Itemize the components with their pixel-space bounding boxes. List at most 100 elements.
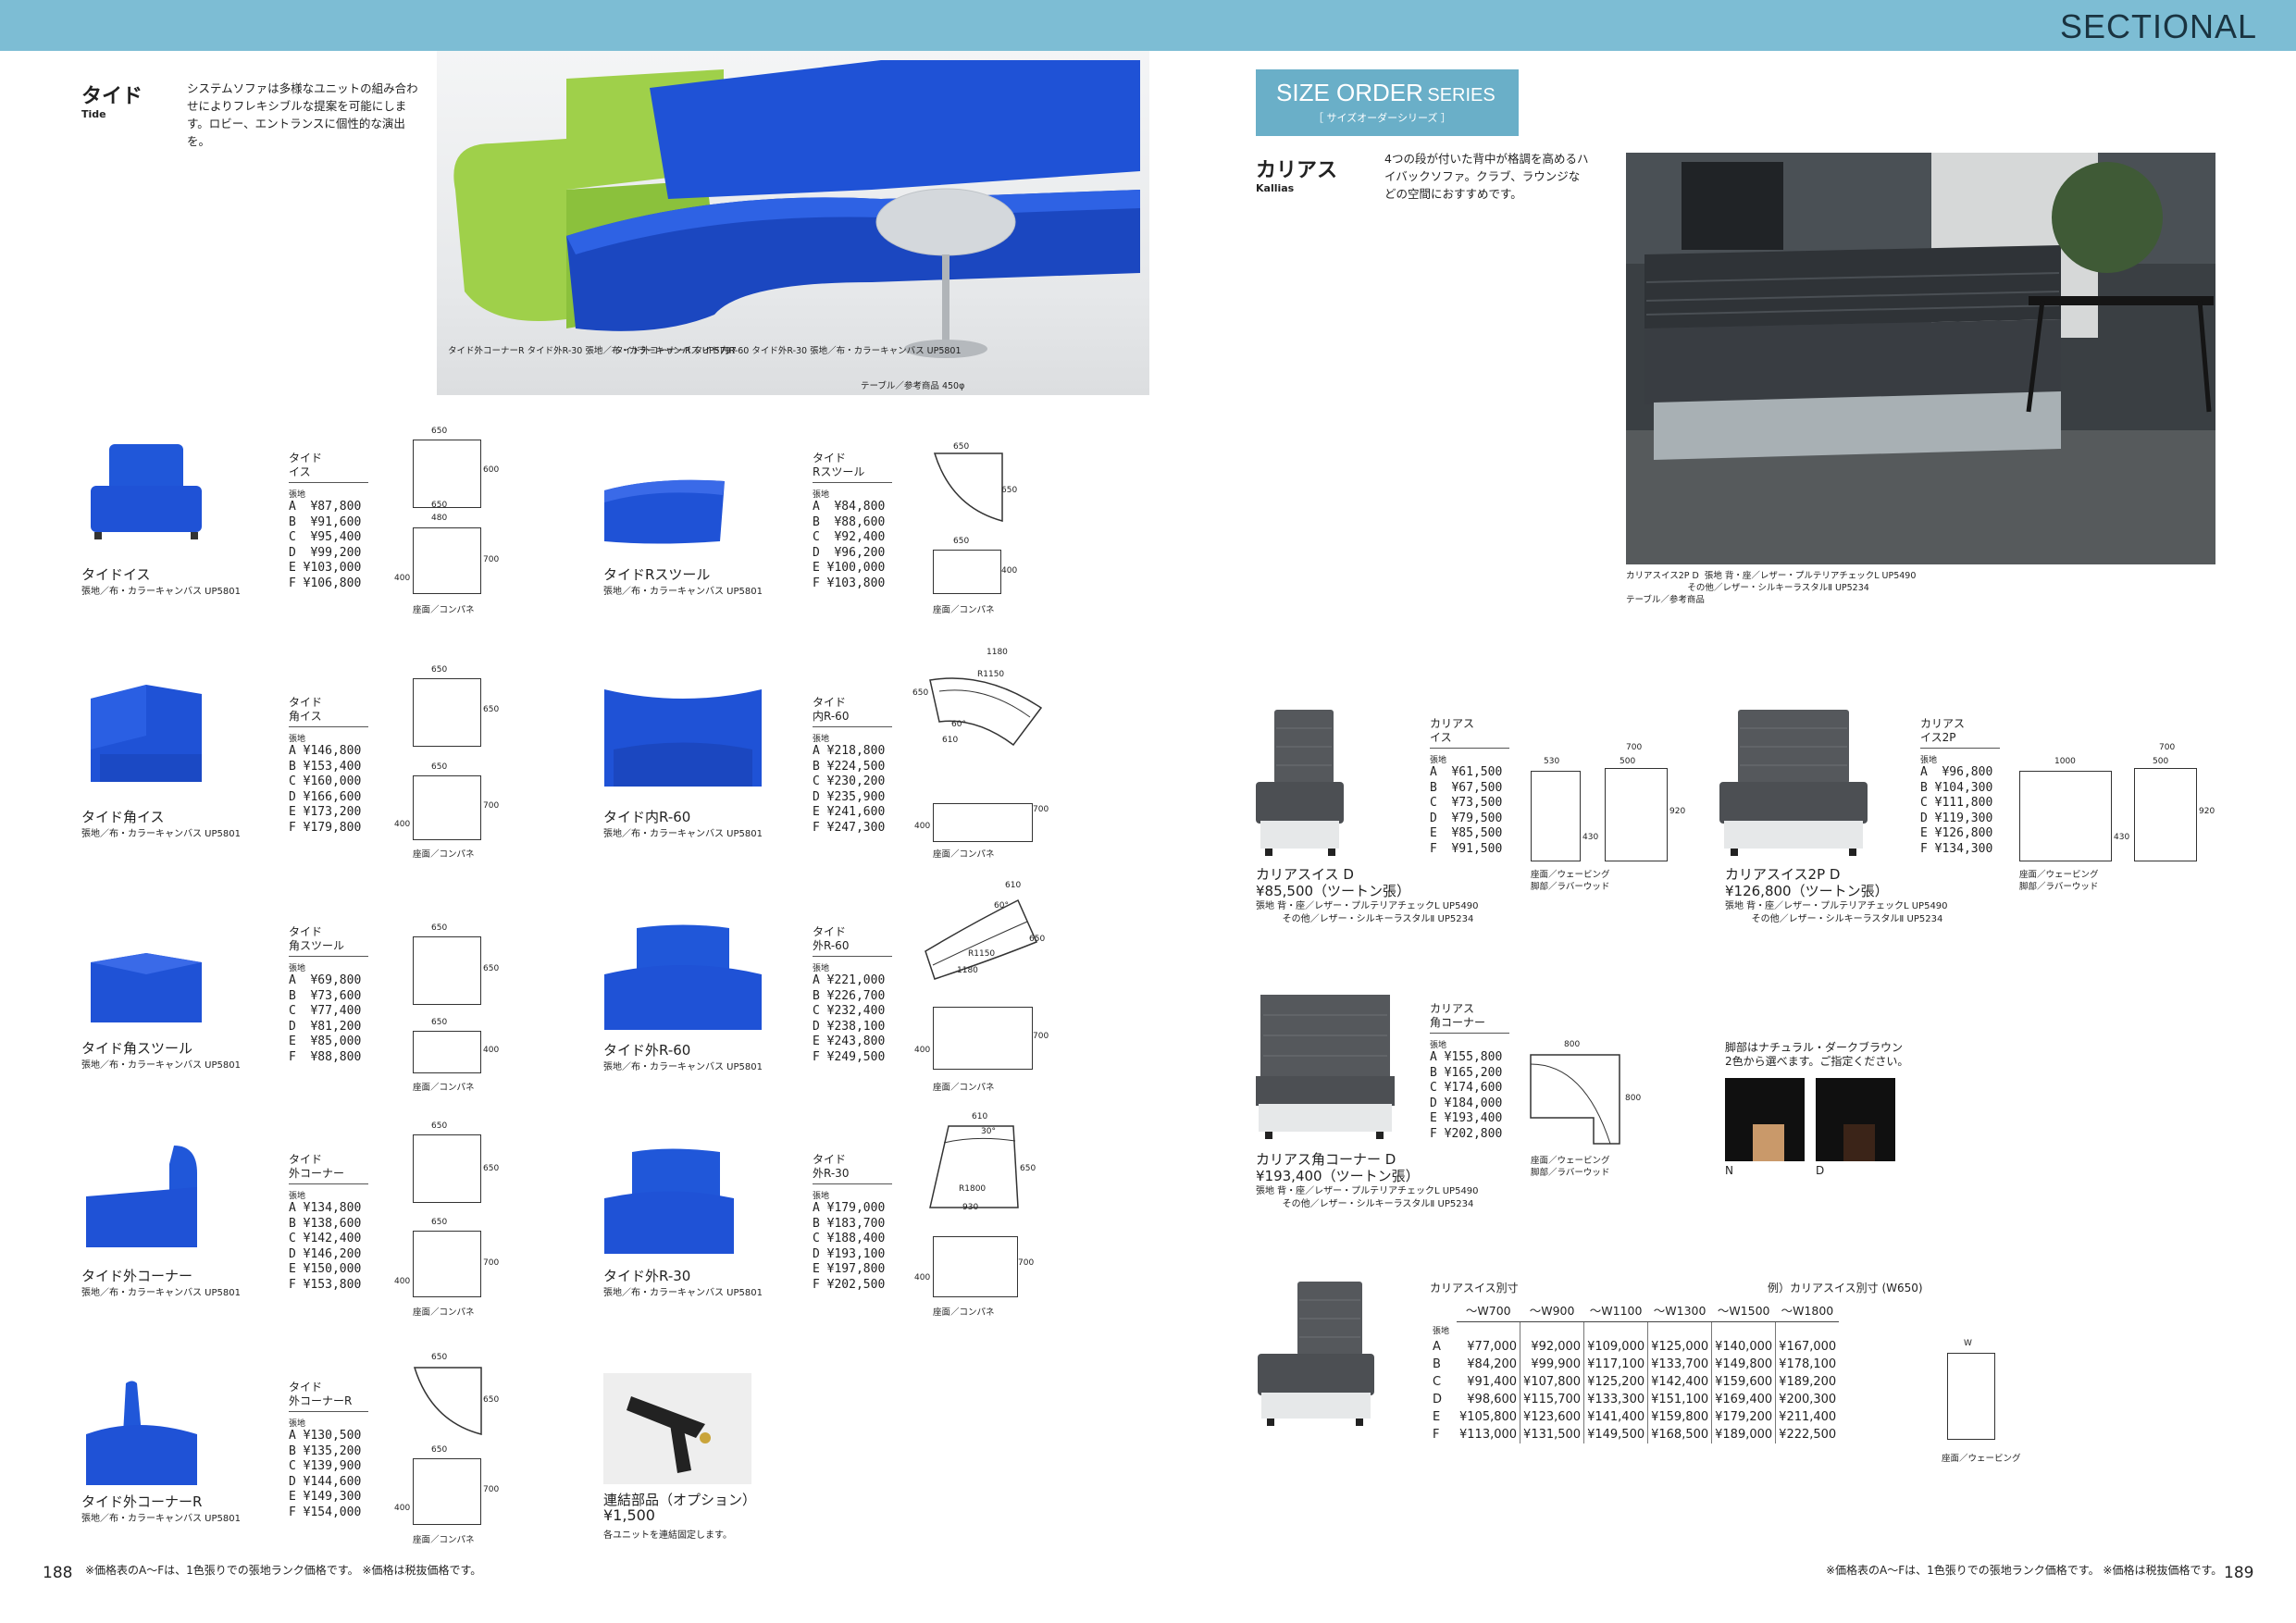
size-order-tag: SIZE ORDER SERIES ［ サイズオーダーシリーズ ］	[1256, 69, 1519, 136]
dim: R1150	[968, 949, 996, 959]
hari-label: 張地	[1433, 1326, 1450, 1336]
tag-title: SIZE ORDER	[1276, 79, 1423, 106]
product-tide-chair	[81, 444, 211, 550]
plan-drawing	[413, 440, 481, 508]
dim: 700	[483, 801, 500, 811]
product-tide-outer-corner-r	[81, 1379, 211, 1493]
dim: 700	[1033, 805, 1049, 814]
product-kallias-chair	[1256, 710, 1344, 861]
product-material: 張地／布・カラーキャンバス UP5801	[603, 1062, 763, 1072]
product-name: タイド角イス	[81, 809, 165, 825]
kallias-title: カリアス	[1256, 159, 1338, 182]
side-drawing	[933, 550, 1001, 594]
dim: 700	[2159, 743, 2176, 752]
hari-label: 張地	[289, 1192, 306, 1201]
dim: 400	[914, 1273, 931, 1282]
product-label: タイド 外コーナーR	[289, 1381, 353, 1407]
product-name: カリアス角コーナー D	[1256, 1151, 1396, 1168]
header-bar	[0, 0, 2296, 51]
divider	[289, 482, 368, 483]
kallias-description: 4つの段が付いた背中が格調を高めるハイバックソファ。クラブ、ラウンジなどの空間に…	[1384, 152, 1589, 201]
dim: R1800	[959, 1184, 987, 1194]
product-material: 張地／布・カラーキャンバス UP5801	[603, 587, 763, 597]
product-material: 張地／布・カラーキャンバス UP5801	[603, 1288, 763, 1298]
dim: 650	[431, 762, 448, 772]
product-price: ¥85,500（ツートン張）	[1256, 883, 1411, 899]
photo-caption-1: タイド外コーナーR タイド外R-30 張地／布・カラーキャンバス UP5797	[448, 346, 737, 356]
product-label: タイド 角イス	[289, 696, 323, 723]
dim: 60°	[994, 901, 1009, 911]
product-label: カリアス 角コーナー	[1430, 1002, 1486, 1029]
table-row: D ¥98,600 ¥115,700 ¥133,300 ¥151,100 ¥16…	[1430, 1390, 1840, 1408]
option-title: 連結部品（オプション）	[603, 1492, 757, 1508]
series-title-en: Tide	[81, 108, 106, 120]
product-material: 張地／布・カラーキャンバス UP5801	[603, 829, 763, 839]
product-kallias-corner	[1256, 995, 1395, 1146]
plan-caption: 座面／コンパネ	[933, 1307, 995, 1318]
leg-darkbrown-swatch	[1816, 1078, 1895, 1161]
hari-label: 張地	[1920, 756, 1938, 765]
kallias-photo-caption: カリアスイス2P D 張地 背・座／レザー・プルテリアチェックL UP5490 …	[1626, 571, 1917, 605]
plan-drawing	[413, 936, 481, 1005]
section-label: SECTIONAL	[2059, 7, 2257, 45]
product-name: カリアスイス D	[1256, 866, 1354, 883]
footnote-right: ※価格表のA〜Fは、1色張りでの張地ランク価格です。 ※価格は税抜価格です。	[1826, 1564, 2223, 1577]
product-material: 張地／布・カラーキャンバス UP5801	[81, 1514, 241, 1524]
dim: 610	[972, 1112, 988, 1121]
divider	[1430, 748, 1509, 749]
dim: 400	[914, 1046, 931, 1055]
plan-caption: 座面／ウェービング 脚部／ラバーウッド	[1531, 1156, 1610, 1178]
dim: 920	[2199, 807, 2215, 816]
hari-label: 張地	[1430, 1041, 1447, 1050]
side-drawing	[1605, 768, 1668, 861]
dim: 60°	[951, 720, 966, 729]
dim: 400	[394, 820, 411, 829]
tide-photo	[437, 51, 1149, 395]
dim: 650	[431, 1353, 448, 1362]
price-list: A ¥69,800 B ¥73,600 C ¥77,400 D ¥81,200 …	[289, 973, 362, 1064]
product-label: カリアス イス2P	[1920, 717, 1966, 744]
dim: 430	[2114, 833, 2130, 842]
tide-corner-chair-image	[91, 685, 202, 782]
plan-drawing	[413, 1367, 482, 1435]
dim: 650	[953, 442, 970, 452]
product-tide-square-stool	[81, 948, 211, 1035]
footnote-left: ※価格表のA〜Fは、1色張りでの張地ランク価格です。 ※価格は税抜価格です。	[85, 1564, 482, 1577]
dim: 400	[394, 574, 411, 583]
plan-caption: 座面／コンパネ	[413, 1535, 475, 1545]
table-row: B ¥84,200 ¥99,900 ¥117,100 ¥133,700 ¥149…	[1430, 1355, 1840, 1373]
product-label: カリアス イス	[1430, 717, 1475, 744]
side-drawing	[413, 527, 481, 594]
tag-subtitle: ［ サイズオーダーシリーズ ］	[1313, 112, 1451, 124]
dim: 480	[431, 514, 448, 523]
dim: 400	[1001, 566, 1018, 576]
dim: 650	[431, 1218, 448, 1227]
tide-rstool-image	[604, 479, 725, 544]
size-price-table: 〜W700 〜W900 〜W1100 〜W1300 〜W1500 〜W1800 …	[1430, 1298, 1840, 1443]
page-number-right: 189	[2224, 1564, 2254, 1582]
w-label: W	[1964, 1339, 1972, 1348]
dim: 610	[1005, 881, 1022, 890]
dim: 700	[1018, 1258, 1035, 1268]
hari-label: 張地	[289, 1419, 306, 1429]
side-drawing	[413, 775, 481, 840]
dim: 650	[431, 1018, 448, 1027]
dim: 610	[942, 736, 959, 745]
kallias-photo	[1626, 153, 2215, 564]
dim: 400	[394, 1504, 411, 1513]
kallias-chair-image	[1256, 710, 1344, 856]
table-row: F ¥113,000 ¥131,500 ¥149,500 ¥168,500 ¥1…	[1430, 1425, 1840, 1443]
option-price: ¥1,500	[603, 1506, 655, 1524]
side-drawing	[933, 1007, 1033, 1070]
price-list: A ¥218,800 B ¥224,500 C ¥230,200 D ¥235,…	[813, 744, 886, 835]
col-header: 〜W1300	[1647, 1298, 1712, 1322]
plan-caption: 座面／コンパネ	[933, 1083, 995, 1093]
product-name: タイド外コーナー	[81, 1268, 193, 1284]
col-header: 〜W900	[1520, 1298, 1584, 1322]
hari-label: 張地	[813, 735, 830, 744]
dim: 700	[483, 1258, 500, 1268]
hari-label: 張地	[813, 490, 830, 500]
dim: 1180	[957, 966, 978, 975]
dim: 400	[394, 1277, 411, 1286]
leg-option-d: D	[1816, 1164, 1825, 1177]
